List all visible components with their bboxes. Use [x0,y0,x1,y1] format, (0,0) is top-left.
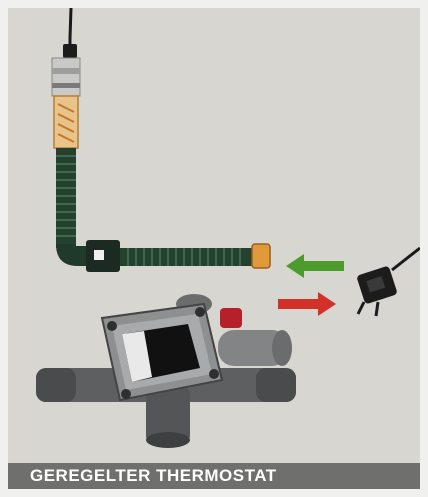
arrow-right-red [278,292,336,316]
electrical-connector [356,248,420,316]
amber-tip [252,244,270,268]
arrow-left-green [286,254,344,278]
thermostat-housing [36,294,296,448]
elbow [56,244,88,266]
top-cable [70,8,71,48]
top-plug [63,44,77,58]
metal-sleeve [52,58,80,96]
image-frame: GEREGELTER THERMOSTAT [8,8,420,489]
thermostat-illustration [8,8,420,459]
caption-title: GEREGELTER THERMOSTAT [30,466,277,486]
heater-element [54,96,78,148]
caption-bar: GEREGELTER THERMOSTAT [8,463,420,489]
